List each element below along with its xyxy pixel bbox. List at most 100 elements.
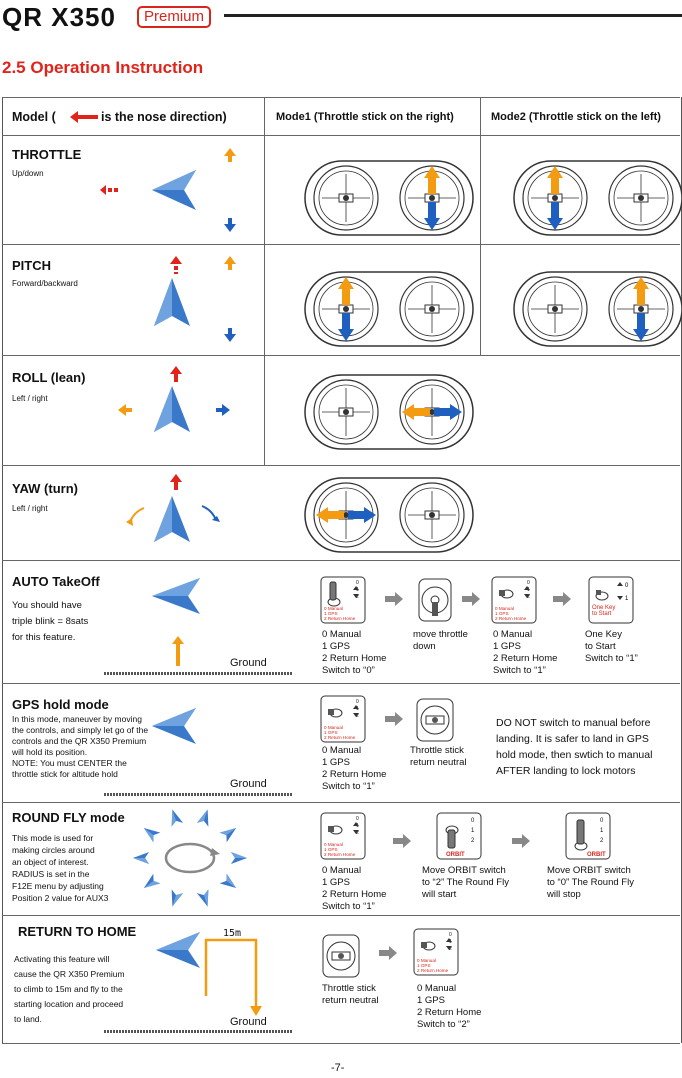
gps-hold-desc-4: will hold its position. xyxy=(12,747,88,757)
roll-title: ROLL (lean) xyxy=(12,370,86,385)
gps-hold-title: GPS hold mode xyxy=(12,697,109,712)
yaw-diagram xyxy=(126,474,220,542)
right-arrow-icon xyxy=(216,404,230,416)
auto-takeoff-desc-3: for this feature. xyxy=(12,632,76,643)
home-step2-line3: 2 Return Home xyxy=(417,1007,482,1018)
row-divider xyxy=(2,683,680,684)
roll-desc: Left / right xyxy=(12,394,48,403)
ground-label: Ground xyxy=(230,657,267,669)
row-divider xyxy=(2,97,680,98)
svg-text:1 GPS: 1 GPS xyxy=(324,847,338,852)
row-divider xyxy=(2,355,680,356)
return-home-desc-2: cause the QR X350 Premium xyxy=(14,969,125,979)
model-header-end: is the nose direction) xyxy=(101,110,227,124)
round-fly-desc-5: F12E menu by adjusting xyxy=(12,881,104,891)
svg-text:0 Manual: 0 Manual xyxy=(495,606,514,611)
round-fly-desc-2: making circles around xyxy=(12,845,95,855)
home-step1-line2: return neutral xyxy=(322,995,379,1006)
nose-dashed-arrow-icon xyxy=(170,256,182,274)
one-key-label-2: to Start xyxy=(592,611,612,617)
svg-text:0 Manual: 0 Manual xyxy=(324,725,343,730)
return-home-title: RETURN TO HOME xyxy=(18,924,137,939)
next-step-arrow-icon xyxy=(379,946,397,960)
nose-dashed-arrow-icon xyxy=(100,185,118,195)
next-step-arrow-icon xyxy=(512,834,530,848)
row-divider xyxy=(2,244,680,245)
svg-text:2: 2 xyxy=(356,594,359,600)
home-step2-line1: 0 Manual xyxy=(417,983,457,994)
svg-text:0: 0 xyxy=(356,816,359,822)
up-arrow-icon xyxy=(224,148,236,162)
throttle-stick-down-icon xyxy=(418,578,452,622)
roll-diagram xyxy=(118,366,230,432)
round-fly-desc-3: an object of interest. xyxy=(12,857,89,867)
svg-text:0: 0 xyxy=(527,580,530,586)
svg-text:2 Return Home: 2 Return Home xyxy=(324,616,356,621)
mode2-pitch-transmitter xyxy=(513,271,682,347)
drone-side-icon xyxy=(152,708,196,744)
gps-hold-desc-6: throttle stick for altitude hold xyxy=(12,769,118,779)
takeoff-step2-line2: down xyxy=(413,641,436,652)
throttle-stick-neutral-icon xyxy=(322,934,360,978)
pitch-desc: Forward/backward xyxy=(12,279,78,288)
brand-title: QR X350 xyxy=(2,2,116,32)
rotate-right-arrow-icon xyxy=(201,505,217,521)
round-step1-line1: 0 Manual xyxy=(322,865,362,876)
ground-line xyxy=(104,1030,292,1033)
takeoff-step1-line1: 0 Manual xyxy=(322,629,362,640)
return-home-desc-1: Activating this feature will xyxy=(14,954,110,964)
gps-warning-2: landing. It is safer to land in GPS xyxy=(496,733,649,745)
round-fly-desc-6: Position 2 value for AUX3 xyxy=(12,893,109,903)
svg-text:2: 2 xyxy=(471,838,475,844)
next-step-arrow-icon xyxy=(385,592,403,606)
auto-takeoff-desc-1: You should have xyxy=(12,600,82,611)
gps-step1-line3: 2 Return Home xyxy=(322,769,387,780)
up-arrow-icon xyxy=(172,636,184,666)
throttle-title: THROTTLE xyxy=(12,147,82,162)
column-divider xyxy=(264,97,265,465)
round-step2-line3: will start xyxy=(422,889,457,900)
mode2-header: Mode2 (Throttle stick on the left) xyxy=(491,111,661,123)
return-home-desc-5: to land. xyxy=(14,1014,42,1024)
gps-hold-desc-1: In this mode, maneuver by moving xyxy=(12,714,142,724)
gps-warning-3: hold mode, then swtich to manual xyxy=(496,749,653,761)
svg-text:2: 2 xyxy=(527,594,530,600)
gps-hold-desc-3: controls and the QR X350 Premium xyxy=(12,736,147,746)
svg-text:1: 1 xyxy=(600,828,604,834)
svg-text:0 Manual: 0 Manual xyxy=(324,606,343,611)
round-fly-desc-4: RADIUS is set in the xyxy=(12,869,90,879)
gps-hold-desc-5: NOTE: You must CENTER the xyxy=(12,758,127,768)
svg-text:1: 1 xyxy=(625,596,629,602)
round-fly-title: ROUND FLY mode xyxy=(12,810,125,825)
throttle-stick-neutral-icon xyxy=(416,698,454,742)
svg-text:2: 2 xyxy=(449,946,452,952)
column-divider xyxy=(480,97,481,355)
svg-text:0: 0 xyxy=(471,818,475,824)
svg-text:2: 2 xyxy=(356,713,359,719)
climb-path xyxy=(204,938,258,1010)
next-step-arrow-icon xyxy=(393,834,411,848)
mode1-throttle-transmitter xyxy=(304,160,474,236)
ground-line xyxy=(104,672,292,675)
svg-text:2: 2 xyxy=(356,830,359,836)
mode1-header: Mode1 (Throttle stick on the right) xyxy=(276,111,454,123)
one-key-start-switch: 0 1 xyxy=(588,576,634,624)
down-arrow-icon xyxy=(224,328,236,342)
climb-height-label: 15m xyxy=(223,928,242,939)
takeoff-step2-line1: move throttle xyxy=(413,629,468,640)
round-step2-line2: to “2” The Round Fly xyxy=(422,877,509,888)
return-home-desc-4: starting location and proceed xyxy=(14,999,124,1009)
section-title: 2.5 Operation Instruction xyxy=(2,58,204,77)
gps-step1-line4: Switch to “1” xyxy=(322,781,375,792)
gps-step1-line2: 1 GPS xyxy=(322,757,350,768)
gps-step2-line2: return neutral xyxy=(410,757,467,768)
svg-text:0 Manual: 0 Manual xyxy=(417,958,436,963)
yaw-title: YAW (turn) xyxy=(12,481,78,496)
round-step3-line3: will stop xyxy=(547,889,581,900)
up-arrow-icon xyxy=(224,256,236,270)
svg-text:ORBIT: ORBIT xyxy=(587,852,606,858)
takeoff-step1-line3: 2 Return Home xyxy=(322,653,387,664)
